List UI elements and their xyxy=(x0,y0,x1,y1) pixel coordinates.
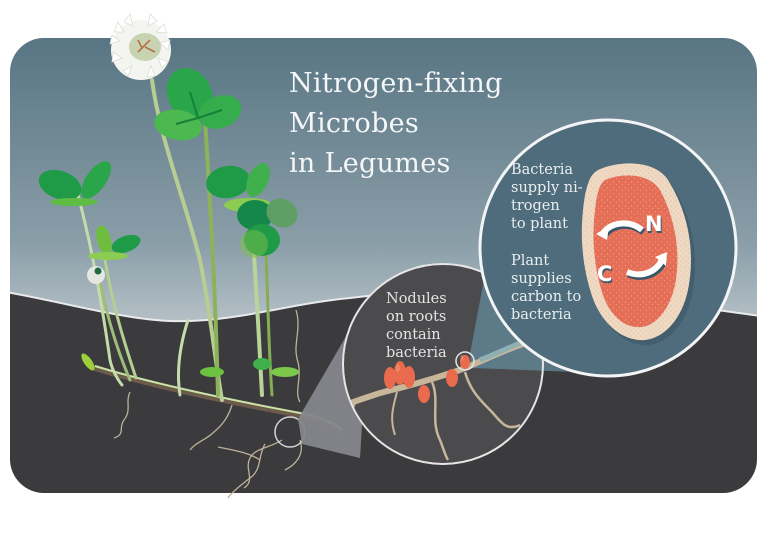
nodule-detail-magnifier xyxy=(478,118,738,378)
plant-supplies-carbon-label: Plant supplies carbon to bacteria xyxy=(511,252,581,324)
label-line: bacteria xyxy=(386,345,447,361)
label-line: to plant xyxy=(511,216,568,232)
nodule-highlight-circle xyxy=(455,351,475,371)
carbon-symbol: C xyxy=(597,262,613,286)
title-line-3: in Legumes xyxy=(289,148,451,179)
nodules-label: Nodules on roots contain bacteria xyxy=(386,290,447,362)
label-line: bacteria xyxy=(511,307,572,323)
nodule-interior xyxy=(593,175,678,328)
carbon-arrow xyxy=(625,258,665,278)
clover-leaves xyxy=(38,67,299,377)
page-title: Nitrogen-fixing Microbes in Legumes xyxy=(289,64,503,184)
roots xyxy=(113,309,302,499)
clover-flower xyxy=(109,13,171,80)
bud xyxy=(81,353,95,371)
label-line: on roots xyxy=(386,309,447,325)
label-line: Bacteria xyxy=(511,162,574,178)
label-line: Plant xyxy=(511,253,550,269)
label-line: supplies xyxy=(511,271,572,287)
nitrogen-symbol: N xyxy=(645,212,663,236)
label-line: contain xyxy=(386,327,441,343)
title-line-1: Nitrogen-fixing xyxy=(289,68,503,99)
label-line: trogen xyxy=(511,198,560,214)
label-line: Nodules xyxy=(386,291,447,307)
label-line: supply ni- xyxy=(511,180,583,196)
bacteria-supply-nitrogen-label: Bacteria supply ni- trogen to plant xyxy=(511,161,583,233)
label-line: carbon to xyxy=(511,289,582,305)
title-line-2: Microbes xyxy=(289,108,420,139)
